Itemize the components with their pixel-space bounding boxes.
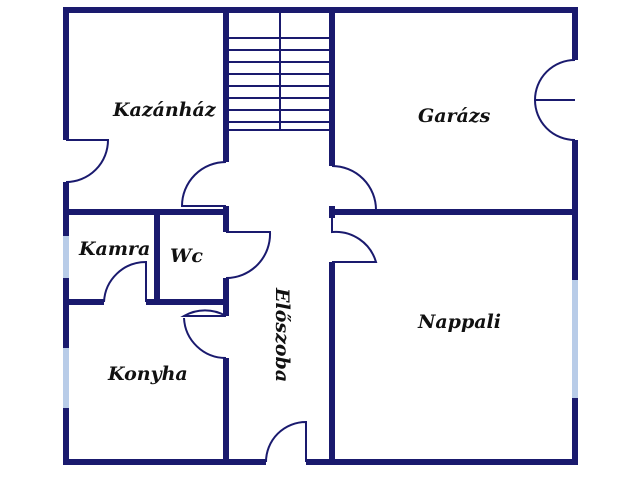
room-label-garazs: Garázs — [418, 105, 491, 127]
outer-walls — [63, 7, 578, 465]
room-labels: Kazánház Garázs Kamra Wc Nappali Konyha … — [78, 99, 501, 385]
windows — [63, 236, 578, 408]
room-label-wc: Wc — [170, 245, 203, 267]
room-label-kazanhaz: Kazánház — [112, 99, 217, 121]
room-label-kamra: Kamra — [78, 238, 150, 260]
staircase — [226, 10, 332, 131]
door-swings — [65, 59, 576, 463]
room-label-nappali: Nappali — [417, 311, 501, 333]
interior-walls — [63, 7, 578, 465]
room-label-eloszoba: Előszoba — [271, 287, 293, 382]
room-label-konyha: Konyha — [107, 363, 188, 385]
